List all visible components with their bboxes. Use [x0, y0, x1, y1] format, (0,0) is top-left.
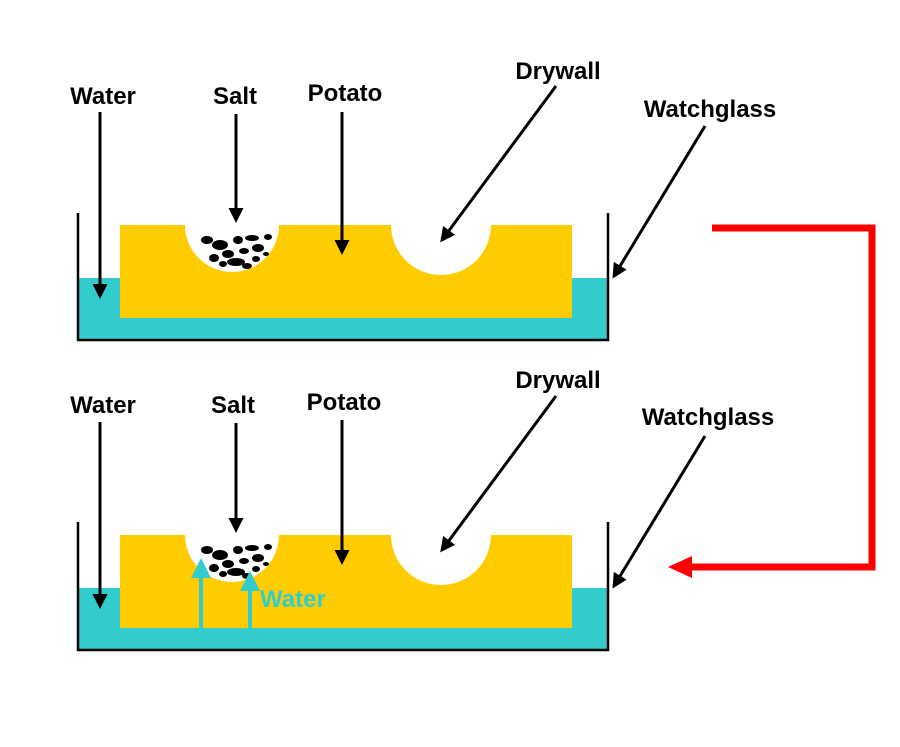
watchglass-dish — [76, 213, 610, 342]
watchglass-label: Watchglass — [642, 404, 774, 431]
panel-after: Water Salt Potato Drywall Watchglass Wat… — [70, 367, 774, 652]
water-label: Water — [70, 392, 136, 419]
arrow-icon — [440, 85, 558, 243]
potato-label: Potato — [308, 80, 383, 107]
drywall-label: Drywall — [515, 367, 600, 394]
potato-slab — [120, 225, 572, 318]
water-label: Water — [70, 83, 136, 110]
watchglass-dish — [76, 522, 610, 652]
arrow-icon — [440, 395, 558, 553]
panel-before: Water Salt Potato Drywall Watchglass — [70, 58, 776, 342]
transition-arrow-icon — [668, 224, 876, 578]
drywall-label: Drywall — [515, 58, 600, 85]
potato-slab — [120, 535, 572, 628]
water-flow-label: Water — [260, 586, 326, 613]
arrow-icon — [612, 435, 707, 589]
salt-label: Salt — [211, 392, 255, 419]
potato-label: Potato — [307, 389, 382, 416]
arrow-icon — [612, 125, 707, 279]
watchglass-label: Watchglass — [644, 96, 776, 123]
salt-crystals-icon — [201, 234, 272, 269]
salt-label: Salt — [213, 83, 257, 110]
